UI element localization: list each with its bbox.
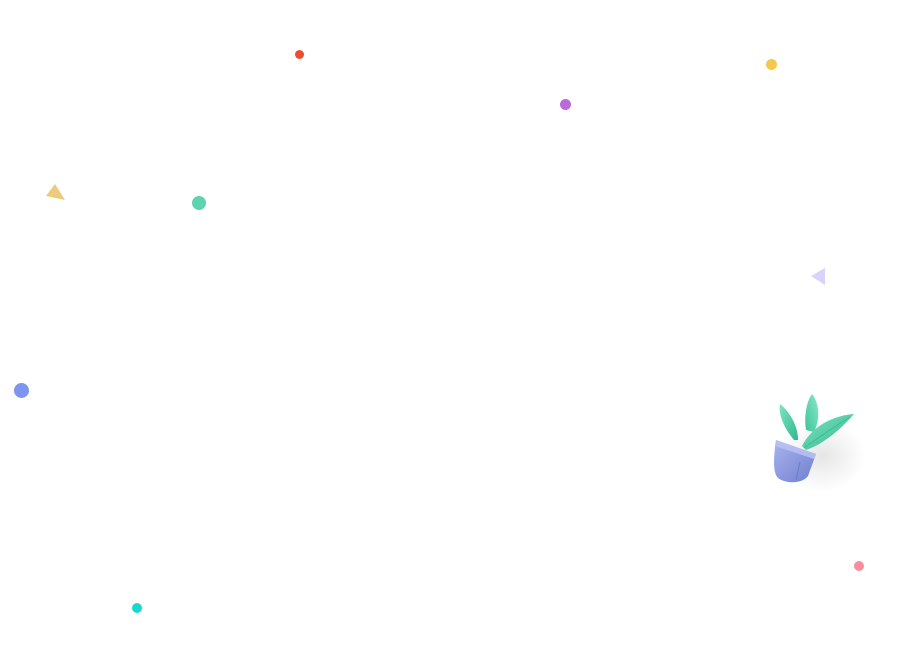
pink-dot — [854, 561, 864, 571]
potted-plant-icon — [774, 394, 866, 492]
cyan-dot — [132, 603, 142, 613]
blue-dot — [14, 383, 29, 398]
purple-dot — [560, 99, 571, 110]
yellow-triangle — [46, 184, 65, 200]
lavender-triangle — [811, 268, 825, 285]
green-dot — [192, 196, 206, 210]
red-dot — [295, 50, 304, 59]
yellow-dot — [766, 59, 777, 70]
